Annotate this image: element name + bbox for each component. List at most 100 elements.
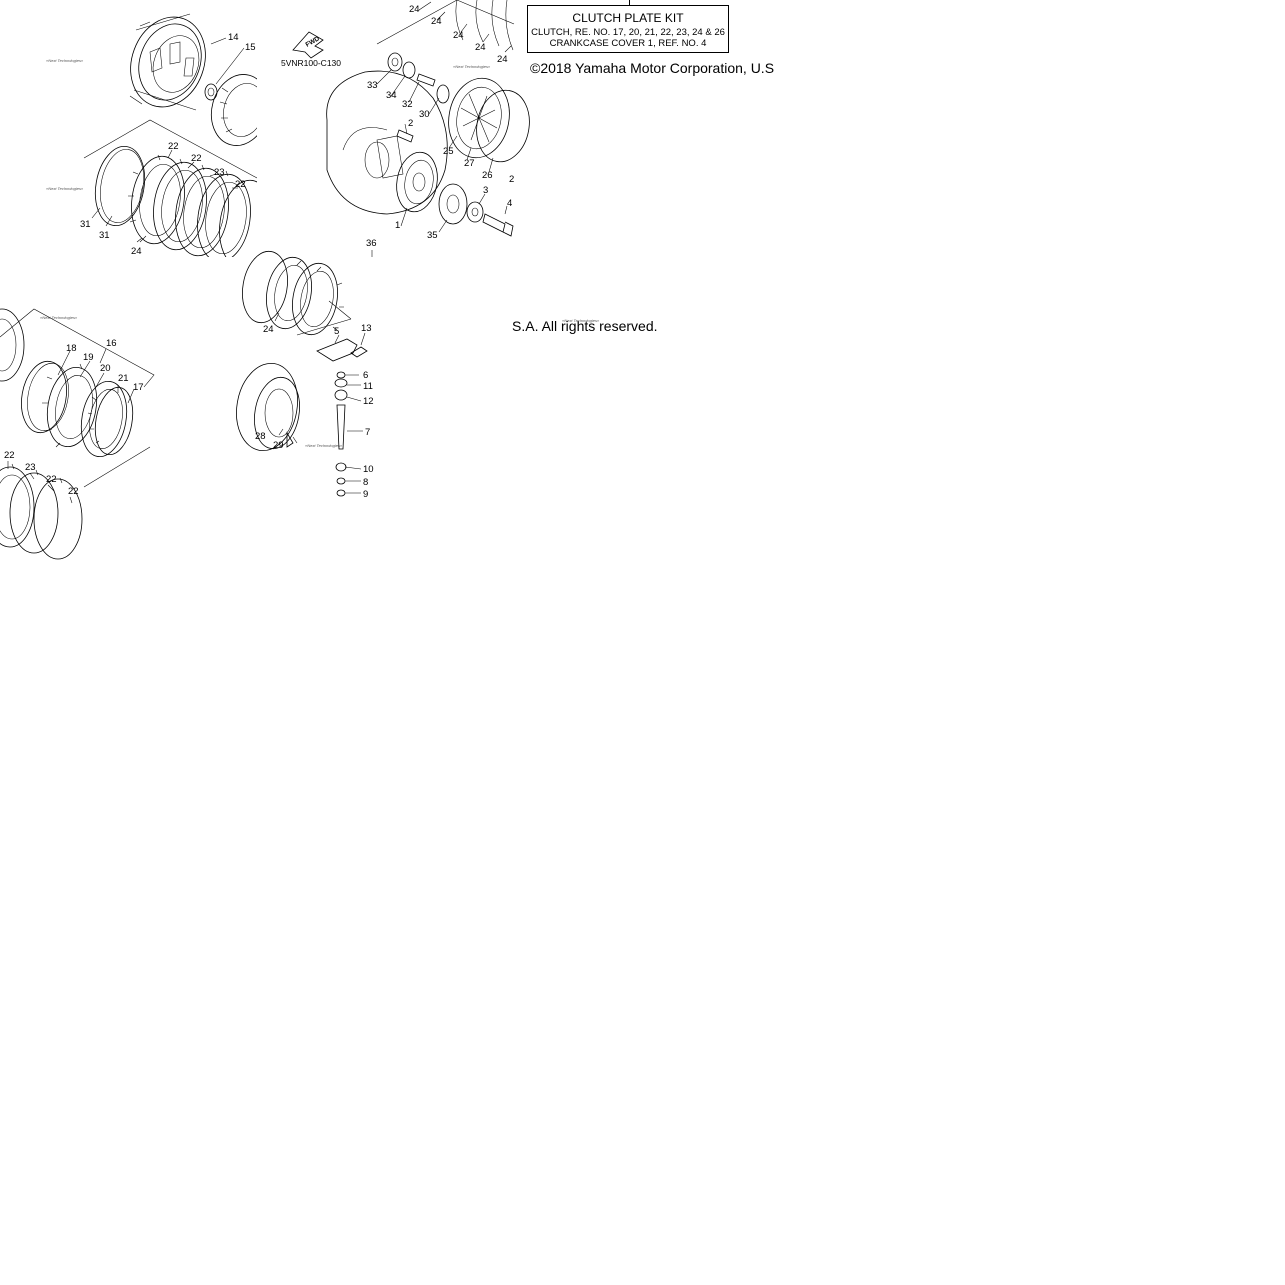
callout-number: 28 [255, 431, 266, 442]
push-rod-drawing: «Next Technologies» 24 5 13 6 11 12 28 2… [236, 250, 374, 500]
callout-number: 23 [214, 167, 225, 178]
diagram-tile-plate-stack: «Next Technologies» 18 19 16 20 21 17 22… [0, 257, 257, 560]
callout-number: 34 [386, 90, 397, 101]
callout-number: 24 [497, 54, 508, 65]
bracket-line [376, 0, 515, 45]
kit-line-1: CLUTCH, RE. NO. 17, 20, 21, 22, 23, 24 &… [531, 27, 725, 38]
washer-part [466, 201, 484, 223]
bracket-line [0, 308, 155, 488]
clutch-housing-part [129, 13, 206, 111]
callout-number: 4 [507, 198, 512, 209]
callout-number: 1 [395, 220, 400, 231]
callout-number: 24 [431, 16, 442, 27]
copyright-tile-1: ©2018 Yamaha Motor Corporation, U.S [514, 58, 775, 82]
callout-number: 29 [273, 440, 284, 451]
callout-number: 3 [483, 185, 488, 196]
callout-number: 24 [409, 4, 420, 15]
watermark-text: «Next Technologies» [46, 186, 84, 191]
bracket-line [83, 119, 258, 179]
kit-box-leader [629, 0, 630, 5]
callout-number: 14 [228, 32, 239, 43]
callout-number: 22 [4, 450, 15, 461]
callout-number: 21 [118, 373, 129, 384]
callout-number: 24 [475, 42, 486, 53]
callout-number: 22 [46, 474, 57, 485]
collar-part [436, 84, 450, 104]
callout-number: 23 [25, 462, 36, 473]
crankcase-cover-drawing: FWD 5VNR100-C130 «Next Technologies» 24 [281, 0, 530, 257]
primary-drive-gear-part [396, 151, 438, 213]
screw-part [350, 346, 368, 358]
crankcase-cover-part [326, 70, 448, 215]
callout-number: 19 [83, 352, 94, 363]
callout-number: 35 [427, 230, 438, 241]
watermark-text: «Next Technologies» [562, 318, 600, 323]
clutch-plate-kit-box: CLUTCH PLATE KIT CLUTCH, RE. NO. 17, 20,… [527, 5, 729, 53]
push-lever-part [316, 338, 358, 362]
callout-number: 20 [100, 363, 111, 374]
callout-number: 8 [363, 477, 368, 488]
callout-number: 25 [443, 146, 454, 157]
friction-plate-part [42, 363, 98, 448]
wire-ring-part [94, 386, 134, 456]
push-rod-assembly [334, 371, 348, 497]
callout-number: 36 [366, 238, 377, 249]
dowel-pin-part [396, 129, 414, 143]
friction-plate-stack [128, 154, 273, 269]
fwd-arrow-icon: FWD [292, 31, 324, 59]
kit-line-2: CRANKCASE COVER 1, REF. NO. 4 [549, 38, 707, 49]
watermark-text: «Next Technologies» [40, 315, 78, 320]
callout-number: 22 [168, 141, 179, 152]
copyright-text-part1: ©2018 Yamaha Motor Corporation, U.S [530, 60, 775, 76]
bolt-part [286, 431, 294, 448]
plate-stack-drawing: «Next Technologies» 18 19 16 20 21 17 22… [0, 308, 155, 560]
callout-number: 24 [131, 246, 142, 257]
copyright-tile-2: S.A. All rights reserved. «Next Technolo… [512, 316, 771, 340]
diagram-code: 5VNR100-C130 [281, 58, 341, 68]
diagram-tile-push-rod: «Next Technologies» 24 5 13 6 11 12 28 2… [236, 250, 514, 514]
callout-number: 17 [133, 382, 144, 393]
callout-number: 7 [365, 427, 370, 438]
callout-number: 10 [363, 464, 374, 475]
pressure-plate-part [448, 77, 510, 159]
callout-number: 31 [80, 219, 91, 230]
friction-plate-stack [0, 463, 83, 560]
diagram-tile-clutch-housing: «Next Technologies» «Next Technologies» [0, 0, 273, 269]
callout-number: 31 [99, 230, 110, 241]
pressure-plate-part [236, 362, 300, 452]
bracket-line [296, 300, 352, 336]
callout-number: 2 [509, 174, 514, 185]
bearing-part [402, 61, 416, 79]
callout-number: 26 [482, 170, 493, 181]
copyright-text-part2: S.A. All rights reserved. [512, 318, 658, 334]
bolt-part [482, 213, 514, 237]
callout-number: 18 [66, 343, 77, 354]
callout-number: 13 [361, 323, 372, 334]
oil-seal-part [387, 52, 403, 72]
watermark-text: «Next Technologies» [305, 443, 343, 448]
callout-number: 22 [68, 486, 79, 497]
callout-number: 6 [363, 370, 368, 381]
friction-plate-stack [242, 250, 344, 336]
callout-number: 2 [408, 118, 413, 129]
pin-part [416, 73, 436, 87]
callout-number: 11 [363, 381, 373, 392]
callout-number: 5 [334, 326, 339, 337]
callout-number: 15 [245, 42, 256, 53]
callout-number: 22 [191, 153, 202, 164]
callout-number: 16 [106, 338, 117, 349]
callout-number: 24 [453, 30, 464, 41]
clutch-housing-part [0, 308, 25, 382]
callout-number: 33 [367, 80, 378, 91]
callout-number: 24 [263, 324, 274, 335]
wire-ring-part [94, 145, 146, 227]
watermark-text: «Next Technologies» [46, 58, 84, 63]
kit-title: CLUTCH PLATE KIT [572, 11, 684, 25]
callout-number: 32 [402, 99, 413, 110]
callout-number: 12 [363, 396, 374, 407]
pressure-plate-rim [476, 89, 530, 163]
callout-number: 22 [235, 179, 246, 190]
watermark-text: «Next Technologies» [453, 64, 491, 69]
callout-number: 9 [363, 489, 368, 500]
watermark-overlay: «Next Technologies» [562, 318, 600, 323]
